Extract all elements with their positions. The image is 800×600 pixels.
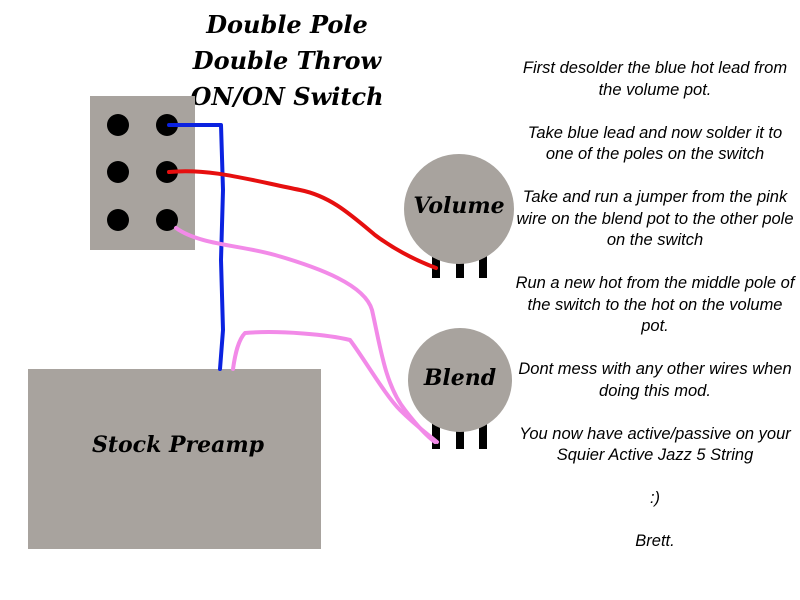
instruction-step-6: You now have active/passive on your Squi…: [519, 424, 791, 465]
instruction-step-5: Dont mess with any other wires when doin…: [518, 360, 792, 400]
smiley-text: :): [649, 489, 661, 507]
instruction-step-1: First desolder the blue hot lead from th…: [522, 59, 788, 99]
switch-lug: [156, 209, 178, 231]
instruction-step-2: Take blue lead and now solder it to one …: [527, 123, 783, 164]
blend-pot-lug: [456, 419, 464, 449]
blend-label: Blend: [423, 365, 496, 391]
red-hot-wire: [167, 169, 438, 270]
volume-pot: [404, 154, 514, 264]
blend-pot-lug: [479, 419, 487, 449]
switch-lug: [107, 209, 129, 231]
switch-lug: [107, 161, 129, 183]
instruction-step-3: Take and run a jumper from the pink wire…: [516, 188, 794, 249]
volume-label: Volume: [413, 193, 504, 219]
volume-pot-lug: [479, 248, 487, 278]
switch-title-line-1: Double Pole: [205, 10, 368, 39]
instructions-panel: First desolder the blue hot lead from th…: [515, 58, 795, 574]
blue-hot-lead-wire: [167, 123, 225, 371]
pink-jumper-wire: [174, 226, 437, 444]
instruction-step-4: Run a new hot from the middle pole of th…: [515, 274, 795, 335]
signature-text: Brett.: [635, 532, 675, 550]
volume-pot-lug: [432, 248, 440, 278]
switch-title-line-2: Double Throw: [192, 46, 383, 75]
blend-pot: [408, 328, 512, 432]
switch-title-line-3: ON/ON Switch: [190, 82, 383, 111]
switch-lug: [107, 114, 129, 136]
stock-preamp: [28, 369, 321, 549]
blend-pot-lug: [432, 419, 440, 449]
preamp-label: Stock Preamp: [92, 432, 265, 458]
pink-preamp-wire: [231, 330, 439, 444]
